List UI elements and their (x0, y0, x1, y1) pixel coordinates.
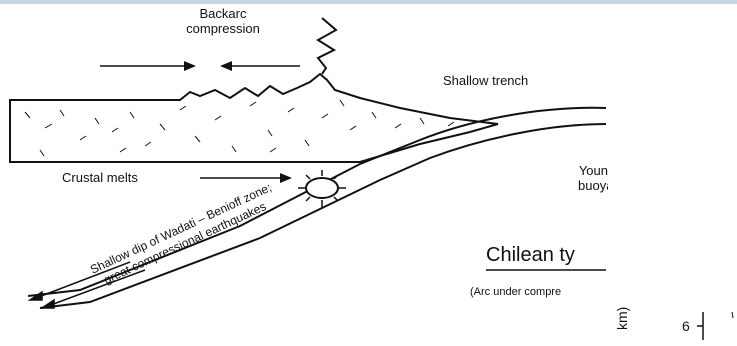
backarc-label-line1: Backarc (168, 6, 278, 21)
axis-tick-label: 6 (682, 318, 690, 334)
chilean-type-title: Chilean ty (486, 244, 606, 267)
chilean-type-subtitle: (Arc under compre (470, 286, 606, 298)
crustal-melts-arrow (200, 173, 292, 183)
crustal-melts-label: Crustal melts (62, 170, 138, 185)
young-label-line2: buoya (578, 178, 608, 193)
backarc-compression-arrows (100, 61, 300, 71)
shallow-trench-label: Shallow trench (443, 73, 528, 88)
young-buoyant-label: Youn buoya (578, 163, 608, 193)
volcano-eruption-icon (318, 18, 336, 74)
backarc-label-line2: compression (168, 21, 278, 36)
young-label-line1: Youn (578, 163, 608, 178)
overriding-crust-block (10, 74, 498, 162)
backarc-label: Backarc compression (168, 6, 278, 36)
axis-unit-label: km) (614, 307, 630, 330)
cropped-right-region (606, 4, 737, 346)
